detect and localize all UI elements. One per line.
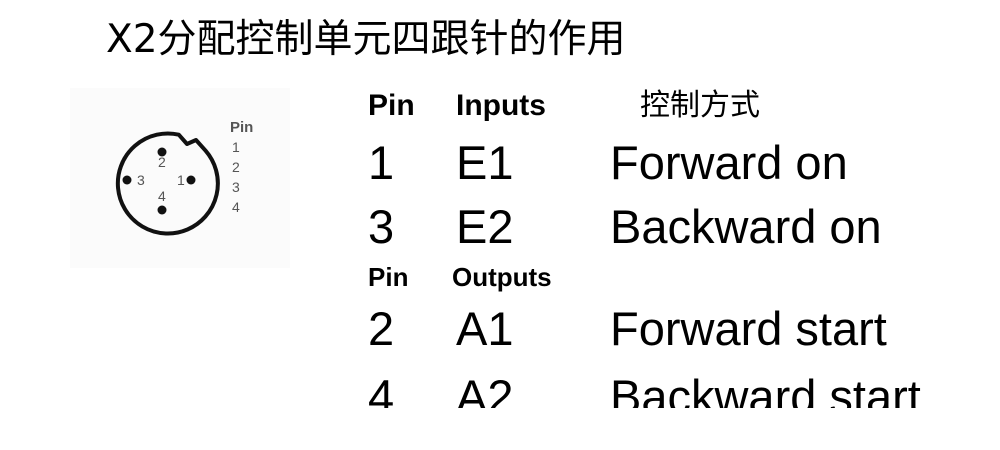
row-signal: E1 <box>456 136 514 189</box>
row-signal: A1 <box>456 302 514 355</box>
pin-contact-4 <box>157 205 167 215</box>
row-signal: E2 <box>456 200 514 253</box>
pin-face-label-2: 2 <box>158 154 166 170</box>
pin-legend-item: 3 <box>232 179 240 195</box>
inputs-header-inputs: Inputs <box>456 89 546 122</box>
row-pin: 2 <box>368 302 395 355</box>
row-signal: A2 <box>456 372 514 408</box>
pin-contact-2 <box>157 147 167 157</box>
table-row: 4 A2 Backward start <box>360 372 980 408</box>
row-pin: 3 <box>368 200 395 253</box>
pin-contact-3 <box>122 175 132 185</box>
pin-legend-item: 2 <box>232 159 240 175</box>
outputs-header-pin: Pin <box>368 262 409 292</box>
pin-legend-title: Pin <box>230 119 253 136</box>
inputs-header-pin: Pin <box>368 89 415 122</box>
connector-outline <box>115 131 220 236</box>
pin-contact-1 <box>186 175 196 185</box>
row-pin: 4 <box>368 372 395 408</box>
pin-legend-item: 1 <box>232 139 240 155</box>
pin-face-label-4: 4 <box>158 188 166 204</box>
row-function: Backward on <box>610 200 882 253</box>
connector-face-icon: 2 3 1 4 Pin 1 2 3 4 <box>115 119 253 236</box>
row-function: Forward start <box>610 302 887 355</box>
pin-face-label-1: 1 <box>177 172 185 188</box>
slide-title: X2分配控制单元四跟针的作用 <box>106 17 626 62</box>
pin-face-label-3: 3 <box>137 172 145 188</box>
outputs-header-outputs: Outputs <box>452 262 552 292</box>
pin-legend-item: 4 <box>232 199 240 215</box>
inputs-header-control-mode: 控制方式 <box>640 88 760 123</box>
row-function: Forward on <box>610 136 848 189</box>
connector-pinout-diagram: 2 3 1 4 Pin 1 2 3 4 <box>70 88 290 268</box>
row-function: Backward start <box>610 372 921 408</box>
row-pin: 1 <box>368 136 395 189</box>
